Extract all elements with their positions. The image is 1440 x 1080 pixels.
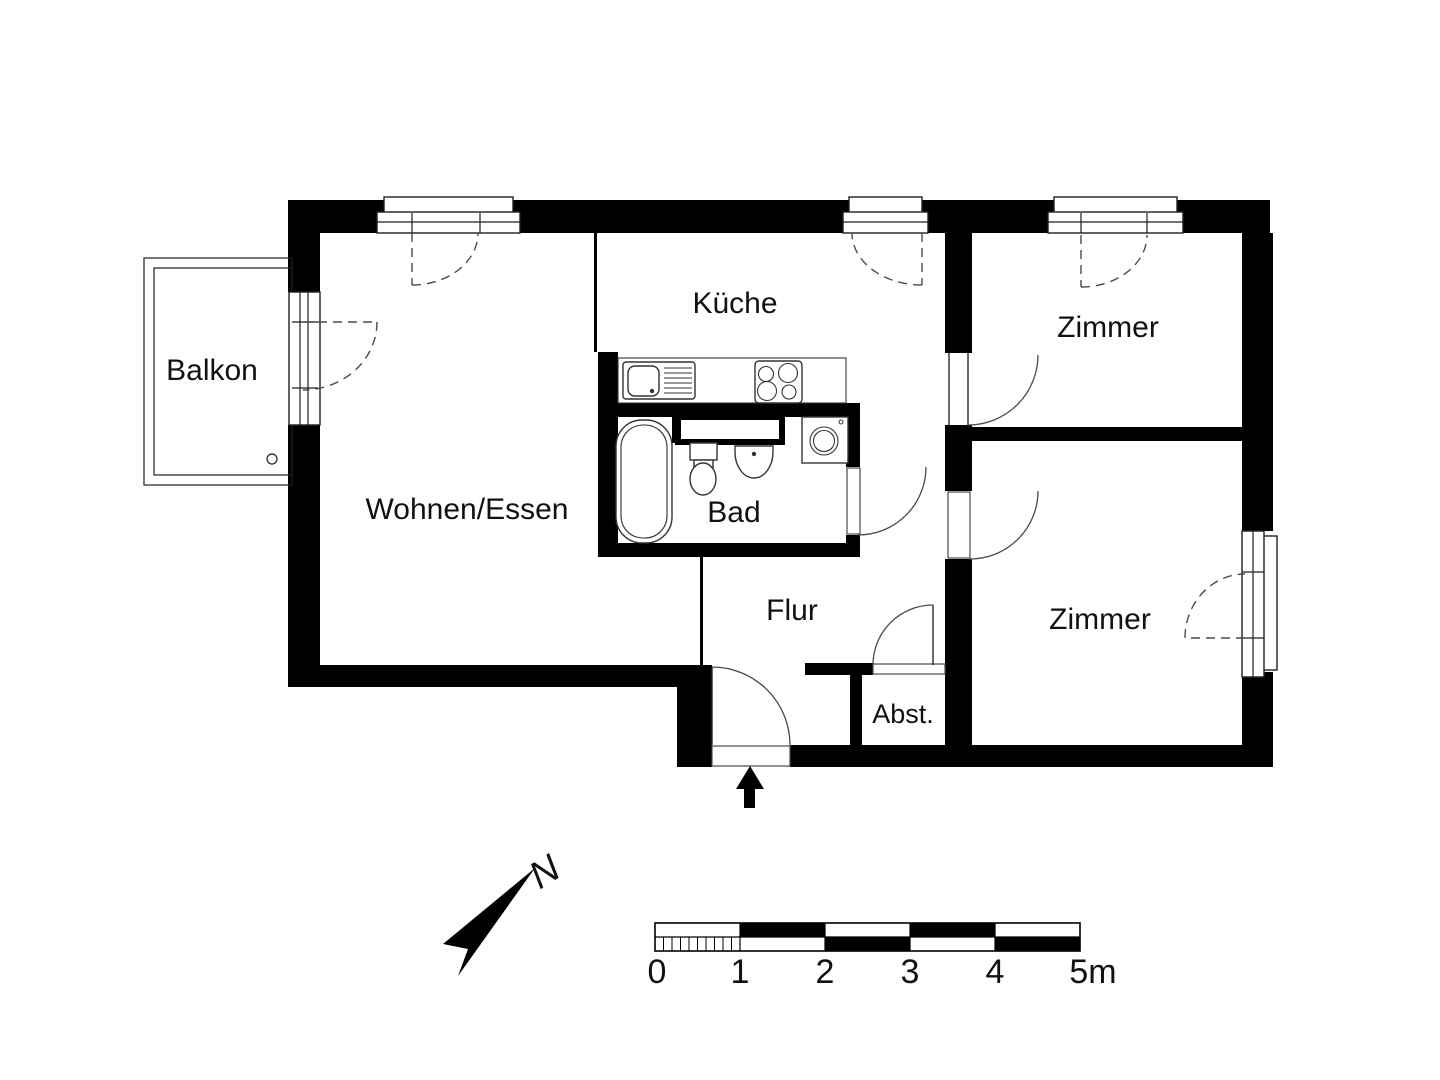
scale-tick-3: 3	[901, 953, 920, 991]
room-label-kueche: Küche	[692, 287, 777, 320]
entrance-arrow-icon	[736, 766, 764, 808]
balcony-drain-icon	[266, 453, 278, 465]
scale-tick-1: 1	[731, 953, 750, 991]
kitchen-counter	[617, 357, 847, 404]
wall-segment	[945, 559, 972, 745]
wall-segment	[1242, 672, 1273, 767]
door-zimmer-bottom	[947, 490, 1039, 560]
bathroom-fixtures	[615, 414, 849, 544]
partition-line-flur	[700, 557, 703, 667]
scale-tick-2: 2	[816, 953, 835, 991]
window-kueche	[842, 196, 929, 286]
vanity-shelf	[675, 414, 785, 445]
walls	[288, 200, 1273, 767]
wall-segment	[846, 535, 860, 557]
scale-bar-hatch	[663, 937, 732, 951]
washing-machine-icon	[801, 416, 849, 464]
north-label: N	[522, 847, 568, 897]
wall-segment	[850, 675, 862, 745]
wall-segment	[598, 543, 860, 557]
bathtub-icon	[615, 419, 673, 544]
doors	[711, 353, 1039, 767]
kitchen-sink-icon	[622, 361, 696, 400]
wall-segment	[945, 233, 972, 353]
kitchen-fixtures	[617, 357, 847, 404]
door-zimmer-top	[948, 353, 1039, 426]
room-label-balkon: Balkon	[166, 354, 258, 387]
toilet-icon	[689, 442, 718, 496]
windows	[288, 196, 1278, 678]
balcony-door	[288, 291, 378, 426]
bathroom-sink-icon	[734, 445, 774, 479]
scale-bar-numbers: 0 1 2 3 4 5m	[648, 953, 1117, 991]
wall-segment	[945, 425, 972, 491]
window-wohnen	[376, 196, 521, 286]
door-abstellraum	[872, 604, 946, 675]
wall-segment	[288, 665, 677, 687]
scale-tick-4: 4	[986, 953, 1005, 991]
wall-segment	[805, 663, 873, 675]
room-label-bad: Bad	[707, 496, 760, 529]
wall-segment	[790, 745, 1270, 767]
partition-line-kueche	[594, 233, 597, 352]
wall-segment	[598, 352, 618, 557]
wall-segment	[972, 427, 1242, 441]
wall-segment	[288, 425, 320, 687]
scale-tick-5m: 5m	[1069, 953, 1116, 991]
wall-segment	[1242, 233, 1273, 531]
entrance-threshold	[711, 745, 791, 767]
door-entrance	[711, 666, 791, 767]
north-arrow-icon: N	[443, 847, 568, 976]
abst-threshold	[872, 663, 946, 675]
room-label-zimmer-bottom: Zimmer	[1049, 603, 1151, 636]
wall-segment	[288, 233, 320, 292]
scale-bar: 0 1 2 3 4 5m	[648, 922, 1117, 991]
room-label-abstellraum: Abst.	[872, 699, 934, 729]
room-label-wohnen-essen: Wohnen/Essen	[366, 493, 569, 526]
wall-segment	[677, 665, 712, 767]
scale-tick-0: 0	[648, 953, 667, 991]
door-bad	[846, 466, 927, 536]
room-label-zimmer-top: Zimmer	[1057, 311, 1159, 344]
wall-segment	[598, 403, 860, 417]
window-zimmer-bottom	[1184, 530, 1278, 678]
stove-icon	[754, 360, 803, 404]
wall-segment	[846, 417, 860, 467]
room-labels: Balkon Wohnen/Essen Küche Bad Flur Abst.…	[166, 287, 1159, 729]
room-label-flur: Flur	[766, 594, 818, 627]
window-zimmer-top	[1047, 196, 1184, 288]
